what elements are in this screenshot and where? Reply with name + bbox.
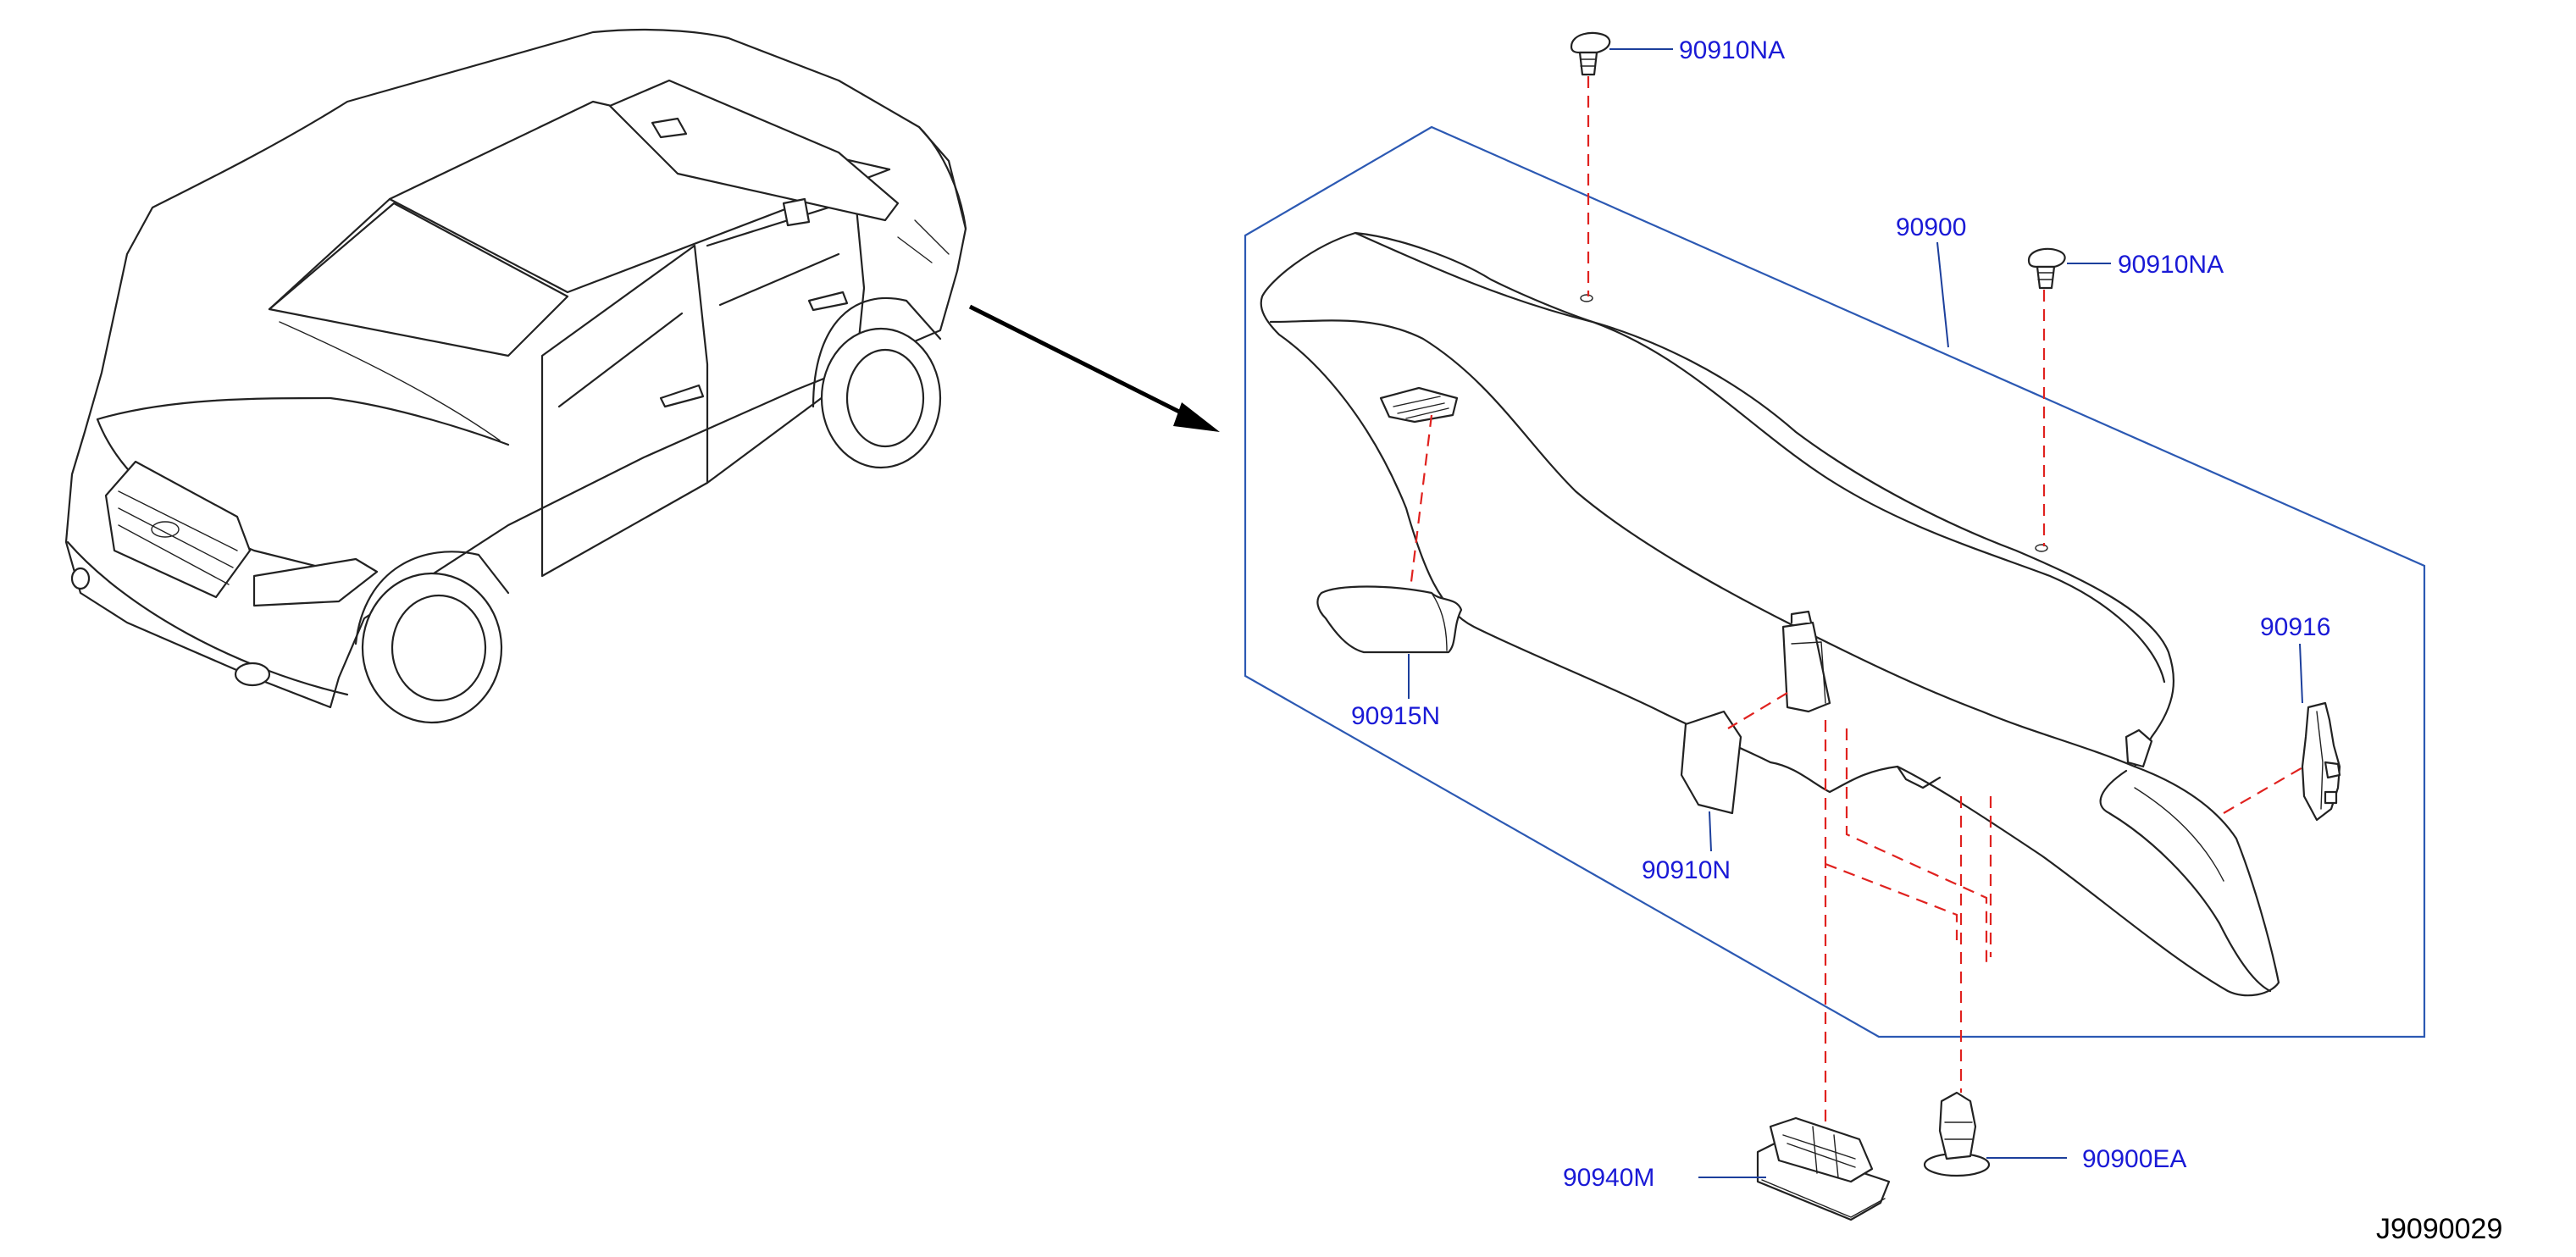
arrow-to-detail <box>968 304 1220 432</box>
part-label-90940m[interactable]: 90940M <box>1563 1164 1654 1192</box>
leader-lines <box>1408 48 2303 1178</box>
detail-frame <box>1244 125 2426 1038</box>
lamp-90940m-icon <box>1756 1116 1891 1221</box>
trunk-trim-panel <box>1260 231 2280 997</box>
assembly-guides <box>1409 76 2305 1127</box>
clip-90910na-top-icon <box>1570 31 1611 76</box>
pad-90910n-icon <box>1680 710 1742 815</box>
part-label-90900[interactable]: 90900 <box>1896 213 1966 241</box>
part-label-90910na-right[interactable]: 90910NA <box>2118 251 2224 279</box>
part-label-90915n[interactable]: 90915N <box>1351 702 1440 730</box>
part-label-90910na-top[interactable]: 90910NA <box>1679 36 1785 64</box>
part-label-90916[interactable]: 90916 <box>2260 613 2330 641</box>
clip-90900ea-icon <box>1923 1091 1991 1177</box>
drawing-code: J9090029 <box>2376 1213 2502 1245</box>
part-label-90910n[interactable]: 90910N <box>1642 856 1731 884</box>
cover-90915n-icon <box>1316 585 1463 654</box>
vehicle-illustration <box>64 28 967 724</box>
bracket-90916-icon <box>2301 701 2341 822</box>
clip-90910na-right-icon <box>2027 247 2066 290</box>
part-label-90900ea[interactable]: 90900EA <box>2082 1145 2186 1173</box>
